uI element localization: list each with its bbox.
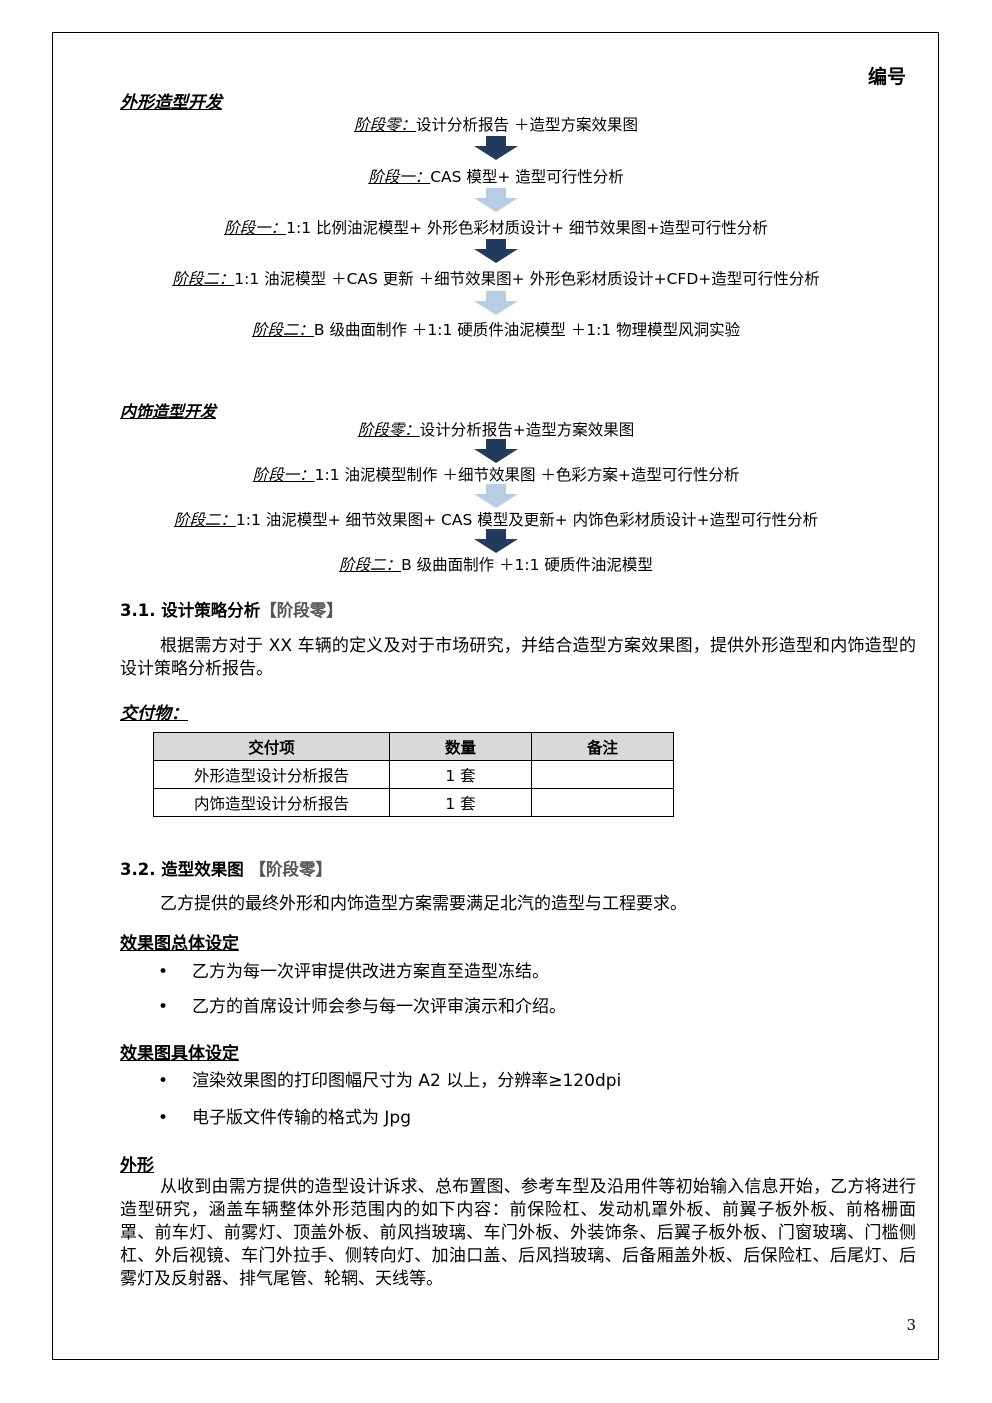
stage-text: 1:1 油泥模型 ＋CAS 更新 ＋细节效果图+ 外形色彩材质设计+CFD+造型… bbox=[234, 270, 820, 288]
stage-text: 1:1 油泥模型制作 ＋细节效果图 ＋色彩方案+造型可行性分析 bbox=[314, 466, 740, 484]
interior-stage-0: 阶段零：设计分析报告+造型方案效果图 bbox=[0, 418, 992, 440]
table-cell: 内饰造型设计分析报告 bbox=[153, 788, 390, 817]
exterior-stage-0: 阶段零：设计分析报告 ＋造型方案效果图 bbox=[0, 113, 992, 135]
flow-arrow-dark-icon bbox=[474, 136, 518, 160]
stage-label: 阶段二： bbox=[339, 556, 402, 574]
stage-label: 阶段二： bbox=[251, 321, 314, 339]
interior-stage-1: 阶段一：1:1 油泥模型制作 ＋细节效果图 ＋色彩方案+造型可行性分析 bbox=[0, 463, 992, 485]
stage-label: 阶段一： bbox=[252, 466, 315, 484]
table-cell: 外形造型设计分析报告 bbox=[153, 760, 390, 789]
table-header-row: 交付项 数量 备注 bbox=[153, 732, 674, 761]
section-3-2-body: 乙方提供的最终外形和内饰造型方案需要满足北汽的造型与工程要求。 bbox=[160, 894, 687, 914]
exterior-scope-body: 从收到由需方提供的造型设计诉求、总布置图、参考车型及沿用件等初始输入信息开始，乙… bbox=[120, 1177, 916, 1289]
list-item: •渲染效果图的打印图幅尺寸为 A2 以上，分辨率≥120dpi bbox=[158, 1071, 622, 1091]
stage-tag: 【阶段零】 bbox=[249, 860, 333, 879]
interior-dev-title: 内饰造型开发 bbox=[120, 402, 217, 421]
list-item: •乙方的首席设计师会参与每一次评审演示和介绍。 bbox=[158, 997, 566, 1017]
exterior-stage-4: 阶段二：B 级曲面制作 ＋1:1 硬质件油泥模型 ＋1:1 物理模型风洞实验 bbox=[0, 318, 992, 340]
flow-arrow-dark-icon bbox=[474, 439, 518, 463]
section-3-2-heading: 3.2. 造型效果图 【阶段零】 bbox=[120, 856, 332, 880]
section-3-1-heading: 3.1. 设计策略分析【阶段零】 bbox=[120, 597, 343, 621]
exterior-scope-title: 外形 bbox=[120, 1156, 154, 1176]
stage-text: 1:1 比例油泥模型+ 外形色彩材质设计+ 细节效果图+造型可行性分析 bbox=[286, 219, 768, 237]
stage-label: 阶段一： bbox=[224, 219, 287, 237]
section-title: 3.1. 设计策略分析 bbox=[120, 601, 261, 620]
flow-arrow-dark-icon bbox=[474, 529, 518, 553]
interior-stage-2: 阶段二：1:1 油泥模型+ 细节效果图+ CAS 模型及更新+ 内饰色彩材质设计… bbox=[0, 508, 992, 530]
stage-tag: 【阶段零】 bbox=[260, 601, 343, 620]
table-cell bbox=[531, 788, 674, 817]
bullet-icon: • bbox=[158, 997, 169, 1017]
flow-arrow-light-icon bbox=[474, 484, 518, 508]
stage-label: 阶段二： bbox=[172, 270, 235, 288]
bullet-icon: • bbox=[158, 1108, 169, 1128]
table-cell: 1 套 bbox=[389, 760, 532, 789]
exterior-stage-3: 阶段二：1:1 油泥模型 ＋CAS 更新 ＋细节效果图+ 外形色彩材质设计+CF… bbox=[0, 267, 992, 289]
flow-arrow-light-icon bbox=[474, 188, 518, 212]
deliverables-table: 交付项 数量 备注 外形造型设计分析报告 1 套 内饰造型设计分析报告 1 套 bbox=[153, 732, 674, 817]
page-border bbox=[52, 32, 939, 1360]
bullet-icon: • bbox=[158, 962, 169, 982]
stage-text: B 级曲面制作 ＋1:1 硬质件油泥模型 bbox=[401, 556, 653, 574]
exterior-dev-title: 外形造型开发 bbox=[120, 93, 222, 113]
section-3-1-body: 根据需方对于 XX 车辆的定义及对于市场研究，并结合造型方案效果图，提供外形造型… bbox=[120, 636, 916, 679]
stage-text: B 级曲面制作 ＋1:1 硬质件油泥模型 ＋1:1 物理模型风洞实验 bbox=[313, 321, 741, 339]
stage-label: 阶段一： bbox=[368, 168, 431, 186]
stage-text: CAS 模型+ 造型可行性分析 bbox=[430, 168, 624, 186]
column-header: 备注 bbox=[531, 732, 674, 761]
stage-text: 1:1 油泥模型+ 细节效果图+ CAS 模型及更新+ 内饰色彩材质设计+造型可… bbox=[235, 511, 819, 529]
column-header: 交付项 bbox=[153, 732, 390, 761]
column-header: 数量 bbox=[389, 732, 532, 761]
exterior-stage-2: 阶段一：1:1 比例油泥模型+ 外形色彩材质设计+ 细节效果图+造型可行性分析 bbox=[0, 216, 992, 238]
stage-text: 设计分析报告 ＋造型方案效果图 bbox=[416, 116, 638, 134]
bullet-icon: • bbox=[158, 1071, 169, 1091]
flow-arrow-light-icon bbox=[474, 291, 518, 315]
table-cell: 1 套 bbox=[389, 788, 532, 817]
exterior-stage-1: 阶段一：CAS 模型+ 造型可行性分析 bbox=[0, 165, 992, 187]
specific-settings-title: 效果图具体设定 bbox=[120, 1044, 239, 1064]
stage-label: 阶段零： bbox=[354, 116, 417, 134]
list-item: •电子版文件传输的格式为 Jpg bbox=[158, 1108, 411, 1128]
deliverables-title: 交付物： bbox=[120, 704, 188, 724]
table-row: 外形造型设计分析报告 1 套 bbox=[153, 760, 674, 789]
section-title: 3.2. 造型效果图 bbox=[120, 860, 244, 879]
stage-label: 阶段零： bbox=[357, 421, 420, 439]
flow-arrow-dark-icon bbox=[474, 239, 518, 263]
overall-settings-title: 效果图总体设定 bbox=[120, 934, 239, 954]
stage-label: 阶段二： bbox=[173, 511, 236, 529]
table-cell bbox=[531, 760, 674, 789]
interior-stage-3: 阶段二：B 级曲面制作 ＋1:1 硬质件油泥模型 bbox=[0, 553, 992, 575]
stage-text: 设计分析报告+造型方案效果图 bbox=[419, 421, 635, 439]
table-row: 内饰造型设计分析报告 1 套 bbox=[153, 788, 674, 817]
list-item: •乙方为每一次评审提供改进方案直至造型冻结。 bbox=[158, 962, 549, 982]
page-number: 3 bbox=[906, 1316, 916, 1334]
doc-number-label: 编号 bbox=[867, 66, 906, 88]
